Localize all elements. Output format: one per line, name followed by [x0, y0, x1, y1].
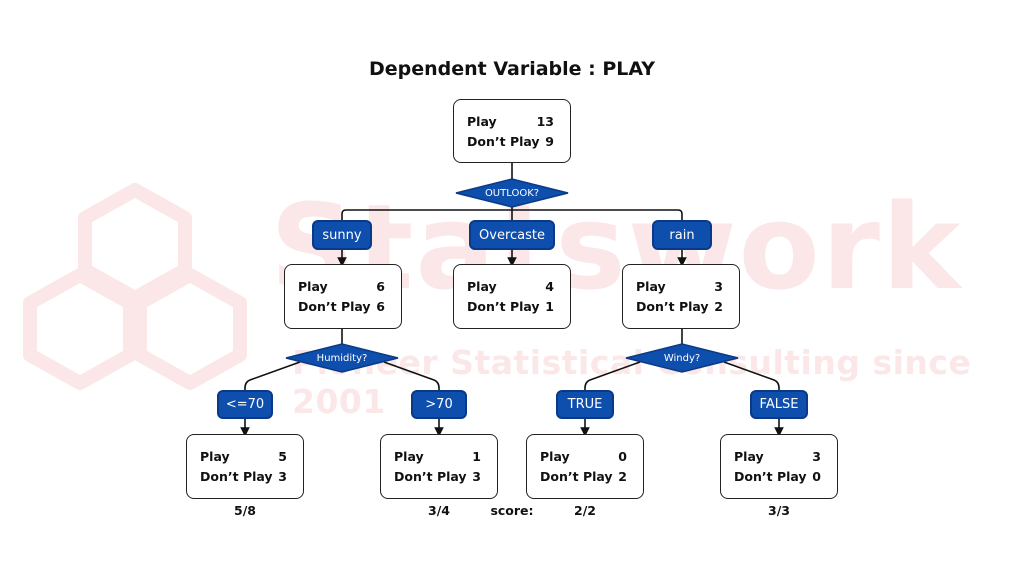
play-count: 1: [472, 449, 481, 464]
play-label: Play: [200, 449, 230, 464]
play-count: 6: [376, 279, 385, 294]
dont-play-count: 1: [545, 299, 554, 314]
dont-play-count: 2: [618, 469, 627, 484]
leaf-le70-node: Play 5 Don’t Play 3: [186, 434, 304, 499]
dont-play-count: 9: [545, 134, 554, 149]
dont-play-label: Don’t Play: [540, 469, 613, 484]
windy-diamond: [625, 343, 739, 373]
windy-question: Windy?: [663, 352, 701, 364]
dont-play-count: 6: [376, 299, 385, 314]
branch-gt70: >70: [411, 390, 467, 419]
dont-play-label: Don’t Play: [394, 469, 467, 484]
dont-play-count: 0: [812, 469, 821, 484]
humidity-question: Humidity?: [316, 352, 368, 364]
dont-play-label: Don’t Play: [636, 299, 709, 314]
overcast-node: Play 4 Don’t Play 1: [453, 264, 571, 329]
branch-false: FALSE: [750, 390, 808, 419]
watermark-cubes-logo: [23, 183, 247, 390]
dont-play-count: 2: [714, 299, 723, 314]
score-true: 2/2: [574, 503, 596, 518]
play-count: 3: [812, 449, 821, 464]
dont-play-count: 3: [472, 469, 481, 484]
dont-play-label: Don’t Play: [467, 299, 540, 314]
play-label: Play: [298, 279, 328, 294]
branch-rain: rain: [652, 220, 712, 250]
rain-node: Play 3 Don’t Play 2: [622, 264, 740, 329]
leaf-true-node: Play 0 Don’t Play 2: [526, 434, 644, 499]
play-label: Play: [734, 449, 764, 464]
outlook-question: OUTLOOK?: [484, 187, 540, 199]
humidity-diamond: [285, 343, 399, 373]
score-label: score:: [490, 503, 534, 518]
dont-play-label: Don’t Play: [467, 134, 540, 149]
score-false: 3/3: [768, 503, 790, 518]
play-label: Play: [467, 279, 497, 294]
play-count: 3: [714, 279, 723, 294]
dont-play-label: Don’t Play: [298, 299, 371, 314]
dont-play-count: 3: [278, 469, 287, 484]
diagram-title: Dependent Variable : PLAY: [368, 58, 656, 80]
play-count: 13: [536, 114, 554, 129]
leaf-gt70-node: Play 1 Don’t Play 3: [380, 434, 498, 499]
sunny-node: Play 6 Don’t Play 6: [284, 264, 402, 329]
score-le70: 5/8: [234, 503, 256, 518]
dont-play-label: Don’t Play: [734, 469, 807, 484]
score-gt70: 3/4: [428, 503, 450, 518]
outlook-diamond: [455, 178, 569, 208]
branch-sunny: sunny: [312, 220, 372, 250]
play-count: 4: [545, 279, 554, 294]
leaf-false-node: Play 3 Don’t Play 0: [720, 434, 838, 499]
play-count: 5: [278, 449, 287, 464]
branch-overcast: Overcaste: [469, 220, 555, 250]
branch-le70: <=70: [217, 390, 273, 419]
branch-true: TRUE: [556, 390, 614, 419]
play-label: Play: [540, 449, 570, 464]
play-count: 0: [618, 449, 627, 464]
play-label: Play: [394, 449, 424, 464]
dont-play-label: Don’t Play: [200, 469, 273, 484]
play-label: Play: [636, 279, 666, 294]
root-node: Play 13 Don’t Play 9: [453, 99, 571, 163]
play-label: Play: [467, 114, 497, 129]
